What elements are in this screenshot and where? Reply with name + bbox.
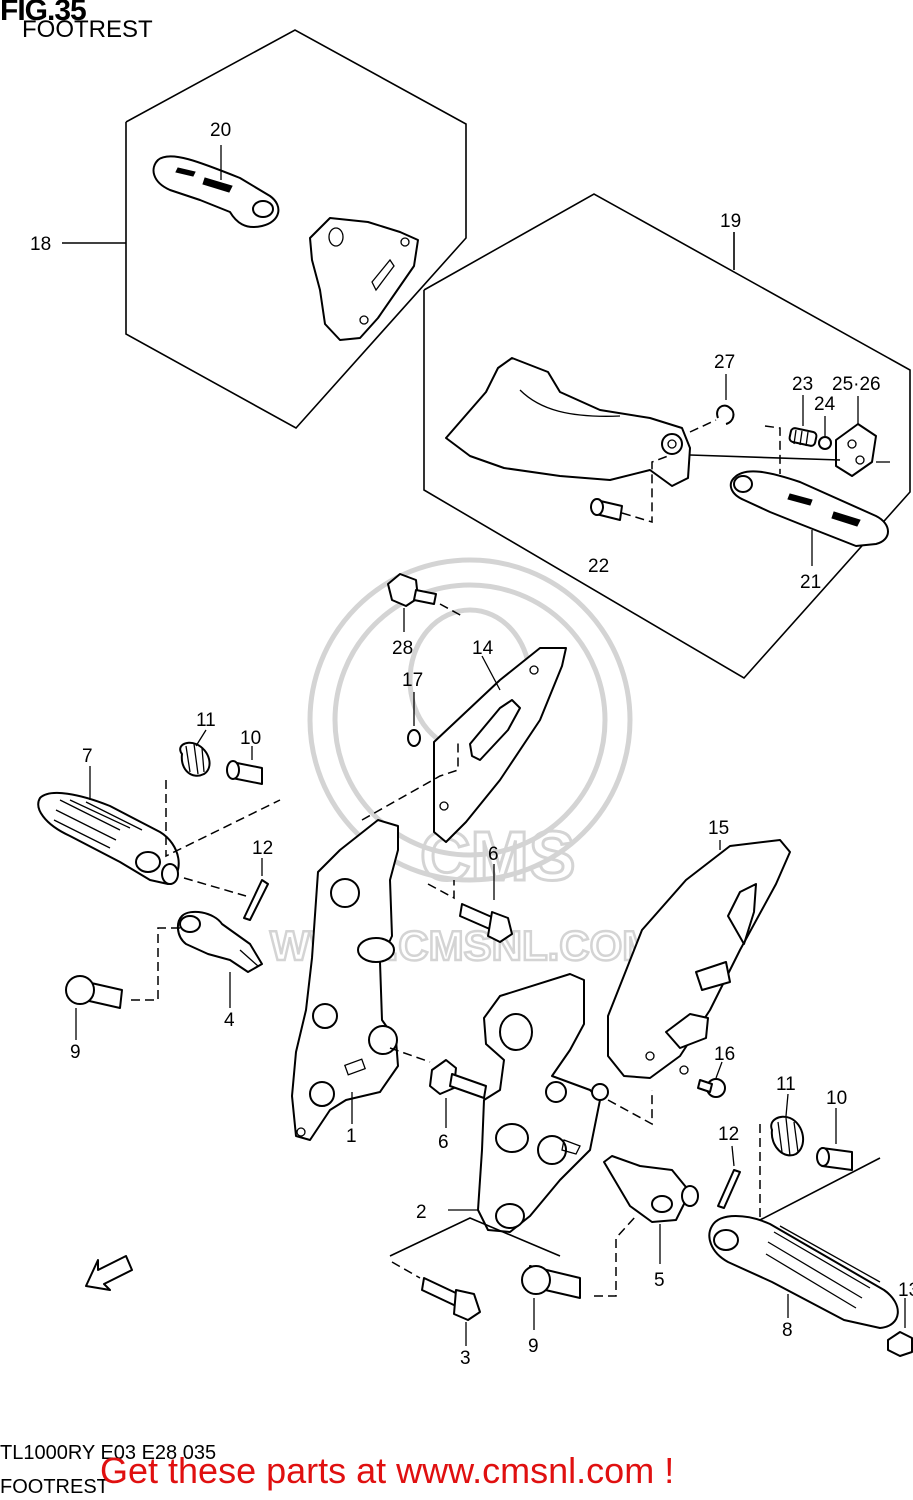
part-14-heel-guard bbox=[433, 647, 567, 843]
leader-2 bbox=[607, 1090, 653, 1126]
leader-23 bbox=[764, 425, 781, 474]
part-24-ball bbox=[818, 416, 832, 450]
callout-9-right: 9 bbox=[528, 1336, 539, 1357]
callout-14: 14 bbox=[472, 638, 494, 659]
callout-20: 20 bbox=[210, 120, 231, 141]
part-2-footrest-holder bbox=[448, 973, 609, 1233]
part-15-heel-guard-right bbox=[607, 839, 791, 1079]
part-11-spring-right bbox=[770, 1093, 805, 1157]
fwd-direction-icon: FWD bbox=[85, 1255, 133, 1291]
callout-13: 13 bbox=[898, 1280, 913, 1301]
part-22-pin bbox=[590, 455, 669, 524]
part-23-spring bbox=[788, 395, 818, 447]
part-4-shaft-left bbox=[176, 910, 263, 1008]
leader-6-upper bbox=[427, 880, 455, 900]
leader-4 bbox=[128, 927, 180, 1001]
callout-1: 1 bbox=[346, 1126, 357, 1147]
leader-10-right bbox=[759, 1157, 881, 1221]
part-12-cotter-pin-right bbox=[717, 1145, 741, 1209]
group-frame-19 bbox=[423, 193, 911, 680]
part-25-26-plate bbox=[835, 396, 890, 477]
assembly-axis-19 bbox=[689, 454, 841, 461]
part-9-pin-left bbox=[65, 975, 123, 1040]
callout-3: 3 bbox=[460, 1348, 471, 1369]
callout-10-left: 10 bbox=[240, 728, 261, 749]
callout-6-lower: 6 bbox=[438, 1132, 449, 1153]
part-18-bracket bbox=[309, 217, 419, 341]
callout-15: 15 bbox=[708, 818, 729, 839]
part-12-cotter-pin-left bbox=[243, 858, 269, 921]
callout-28: 28 bbox=[392, 638, 413, 659]
part-3-bolt bbox=[391, 1261, 481, 1346]
callout-4: 4 bbox=[224, 1010, 235, 1031]
part-5-shaft-right bbox=[603, 1155, 699, 1264]
callout-16: 16 bbox=[714, 1044, 735, 1065]
part-10-bush-right bbox=[816, 1108, 853, 1171]
part-6-bolt-upper bbox=[459, 864, 513, 943]
part-21-pillion-footpeg bbox=[729, 470, 889, 566]
callout-11-left: 11 bbox=[196, 710, 216, 731]
callout-9-left: 9 bbox=[70, 1042, 81, 1063]
callout-18: 18 bbox=[30, 234, 51, 255]
part-28-bolt bbox=[387, 573, 463, 632]
section-name: FOOTREST bbox=[0, 1476, 109, 1498]
part-11-spring-left bbox=[179, 729, 211, 777]
leader-9-right bbox=[594, 1215, 637, 1297]
callout-27: 27 bbox=[714, 352, 735, 373]
leader-12-left bbox=[183, 877, 247, 897]
callout-25-26: 25·26 bbox=[832, 374, 881, 395]
part-7-rider-footpeg-left bbox=[37, 766, 180, 885]
callout-8: 8 bbox=[782, 1320, 793, 1341]
callout-21: 21 bbox=[800, 572, 821, 593]
figure-title: FIG.35 bbox=[0, 0, 87, 27]
part-13-bolt bbox=[887, 1298, 913, 1357]
callout-12-right: 12 bbox=[718, 1124, 739, 1145]
part-16-screw bbox=[697, 1061, 726, 1098]
callout-7: 7 bbox=[82, 746, 93, 767]
callout-6-upper: 6 bbox=[488, 844, 499, 865]
callout-12-left: 12 bbox=[252, 838, 273, 859]
callout-17: 17 bbox=[402, 670, 423, 691]
part-27-e-ring bbox=[689, 374, 735, 433]
part-19-footrest-hanger bbox=[445, 357, 691, 487]
callout-23: 23 bbox=[792, 374, 813, 395]
part-1-right-footrest-bracket bbox=[291, 819, 399, 1141]
leader-6-lower bbox=[389, 1047, 431, 1063]
leader-14 bbox=[361, 742, 459, 821]
leader-3-group bbox=[389, 1217, 561, 1257]
callout-10-right: 10 bbox=[826, 1088, 847, 1109]
parts-link[interactable]: Get these parts at www.cmsnl.com ! bbox=[100, 1450, 675, 1491]
part-20-rider-footpeg-rear bbox=[152, 145, 280, 228]
part-8-rider-footpeg-right bbox=[708, 1215, 899, 1329]
callout-2: 2 bbox=[416, 1202, 427, 1223]
callout-19: 19 bbox=[720, 211, 741, 232]
figure-subtitle: FOOTREST bbox=[22, 16, 153, 43]
callout-11-right: 11 bbox=[776, 1074, 796, 1095]
part-17-washer bbox=[407, 692, 421, 747]
callout-5: 5 bbox=[654, 1270, 665, 1291]
leader-7 bbox=[165, 780, 281, 858]
callout-22: 22 bbox=[588, 556, 609, 577]
part-6-bolt-lower bbox=[429, 1059, 487, 1128]
callout-24: 24 bbox=[814, 394, 836, 415]
part-10-bush-left bbox=[226, 746, 263, 785]
model-code: TL1000RY E03 E28 035 bbox=[0, 1442, 217, 1464]
group-frame-18 bbox=[62, 29, 467, 430]
part-9-pin-right bbox=[521, 1265, 581, 1330]
